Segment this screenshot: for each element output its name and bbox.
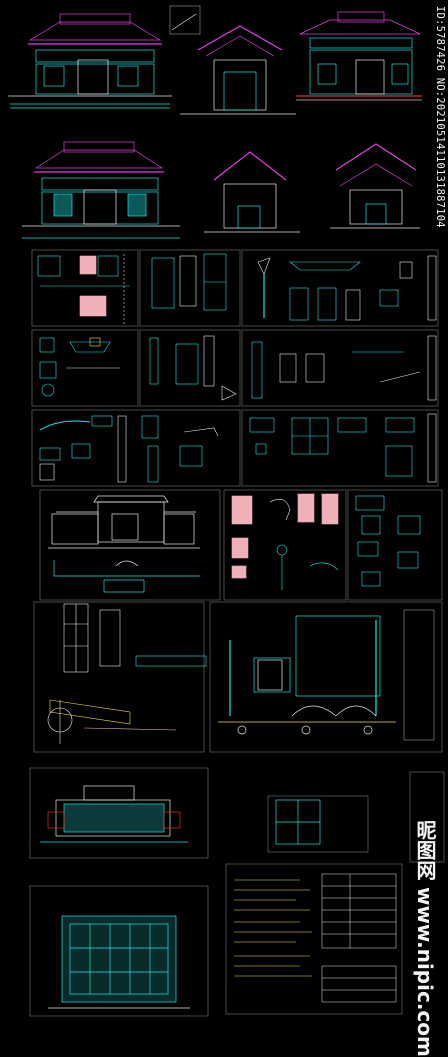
sheet-door-details (47, 603, 207, 744)
elevation-front-b (296, 11, 422, 101)
section-side-c (330, 143, 420, 229)
sheet-panel-details (231, 493, 421, 590)
elevation-front-a (8, 13, 172, 109)
sheet-details-1 (37, 253, 437, 324)
sheet-details-2 (39, 335, 437, 401)
sheet-elevations-2 (22, 141, 420, 239)
sheet-frames (29, 249, 445, 1017)
watermark-site-text: 昵图网 www.nipic.com (413, 820, 437, 1057)
sheet-notes-table (234, 873, 397, 1003)
sheet-elevations-1 (8, 5, 422, 115)
sheet-roof-plan (48, 915, 190, 1009)
sheet-details-3 (39, 413, 437, 483)
cad-drawing-canvas (8, 5, 445, 1017)
section-side-a (169, 5, 296, 115)
sheet-floor-plan (40, 785, 321, 845)
sheet-gate-elevation-2 (218, 609, 435, 741)
sheet-gate-elevation (48, 495, 200, 593)
section-side-b (204, 151, 300, 233)
watermark-id-text: ID:5787426 NO:20210514110131887104 (434, 6, 446, 228)
elevation-front-c (22, 141, 180, 239)
